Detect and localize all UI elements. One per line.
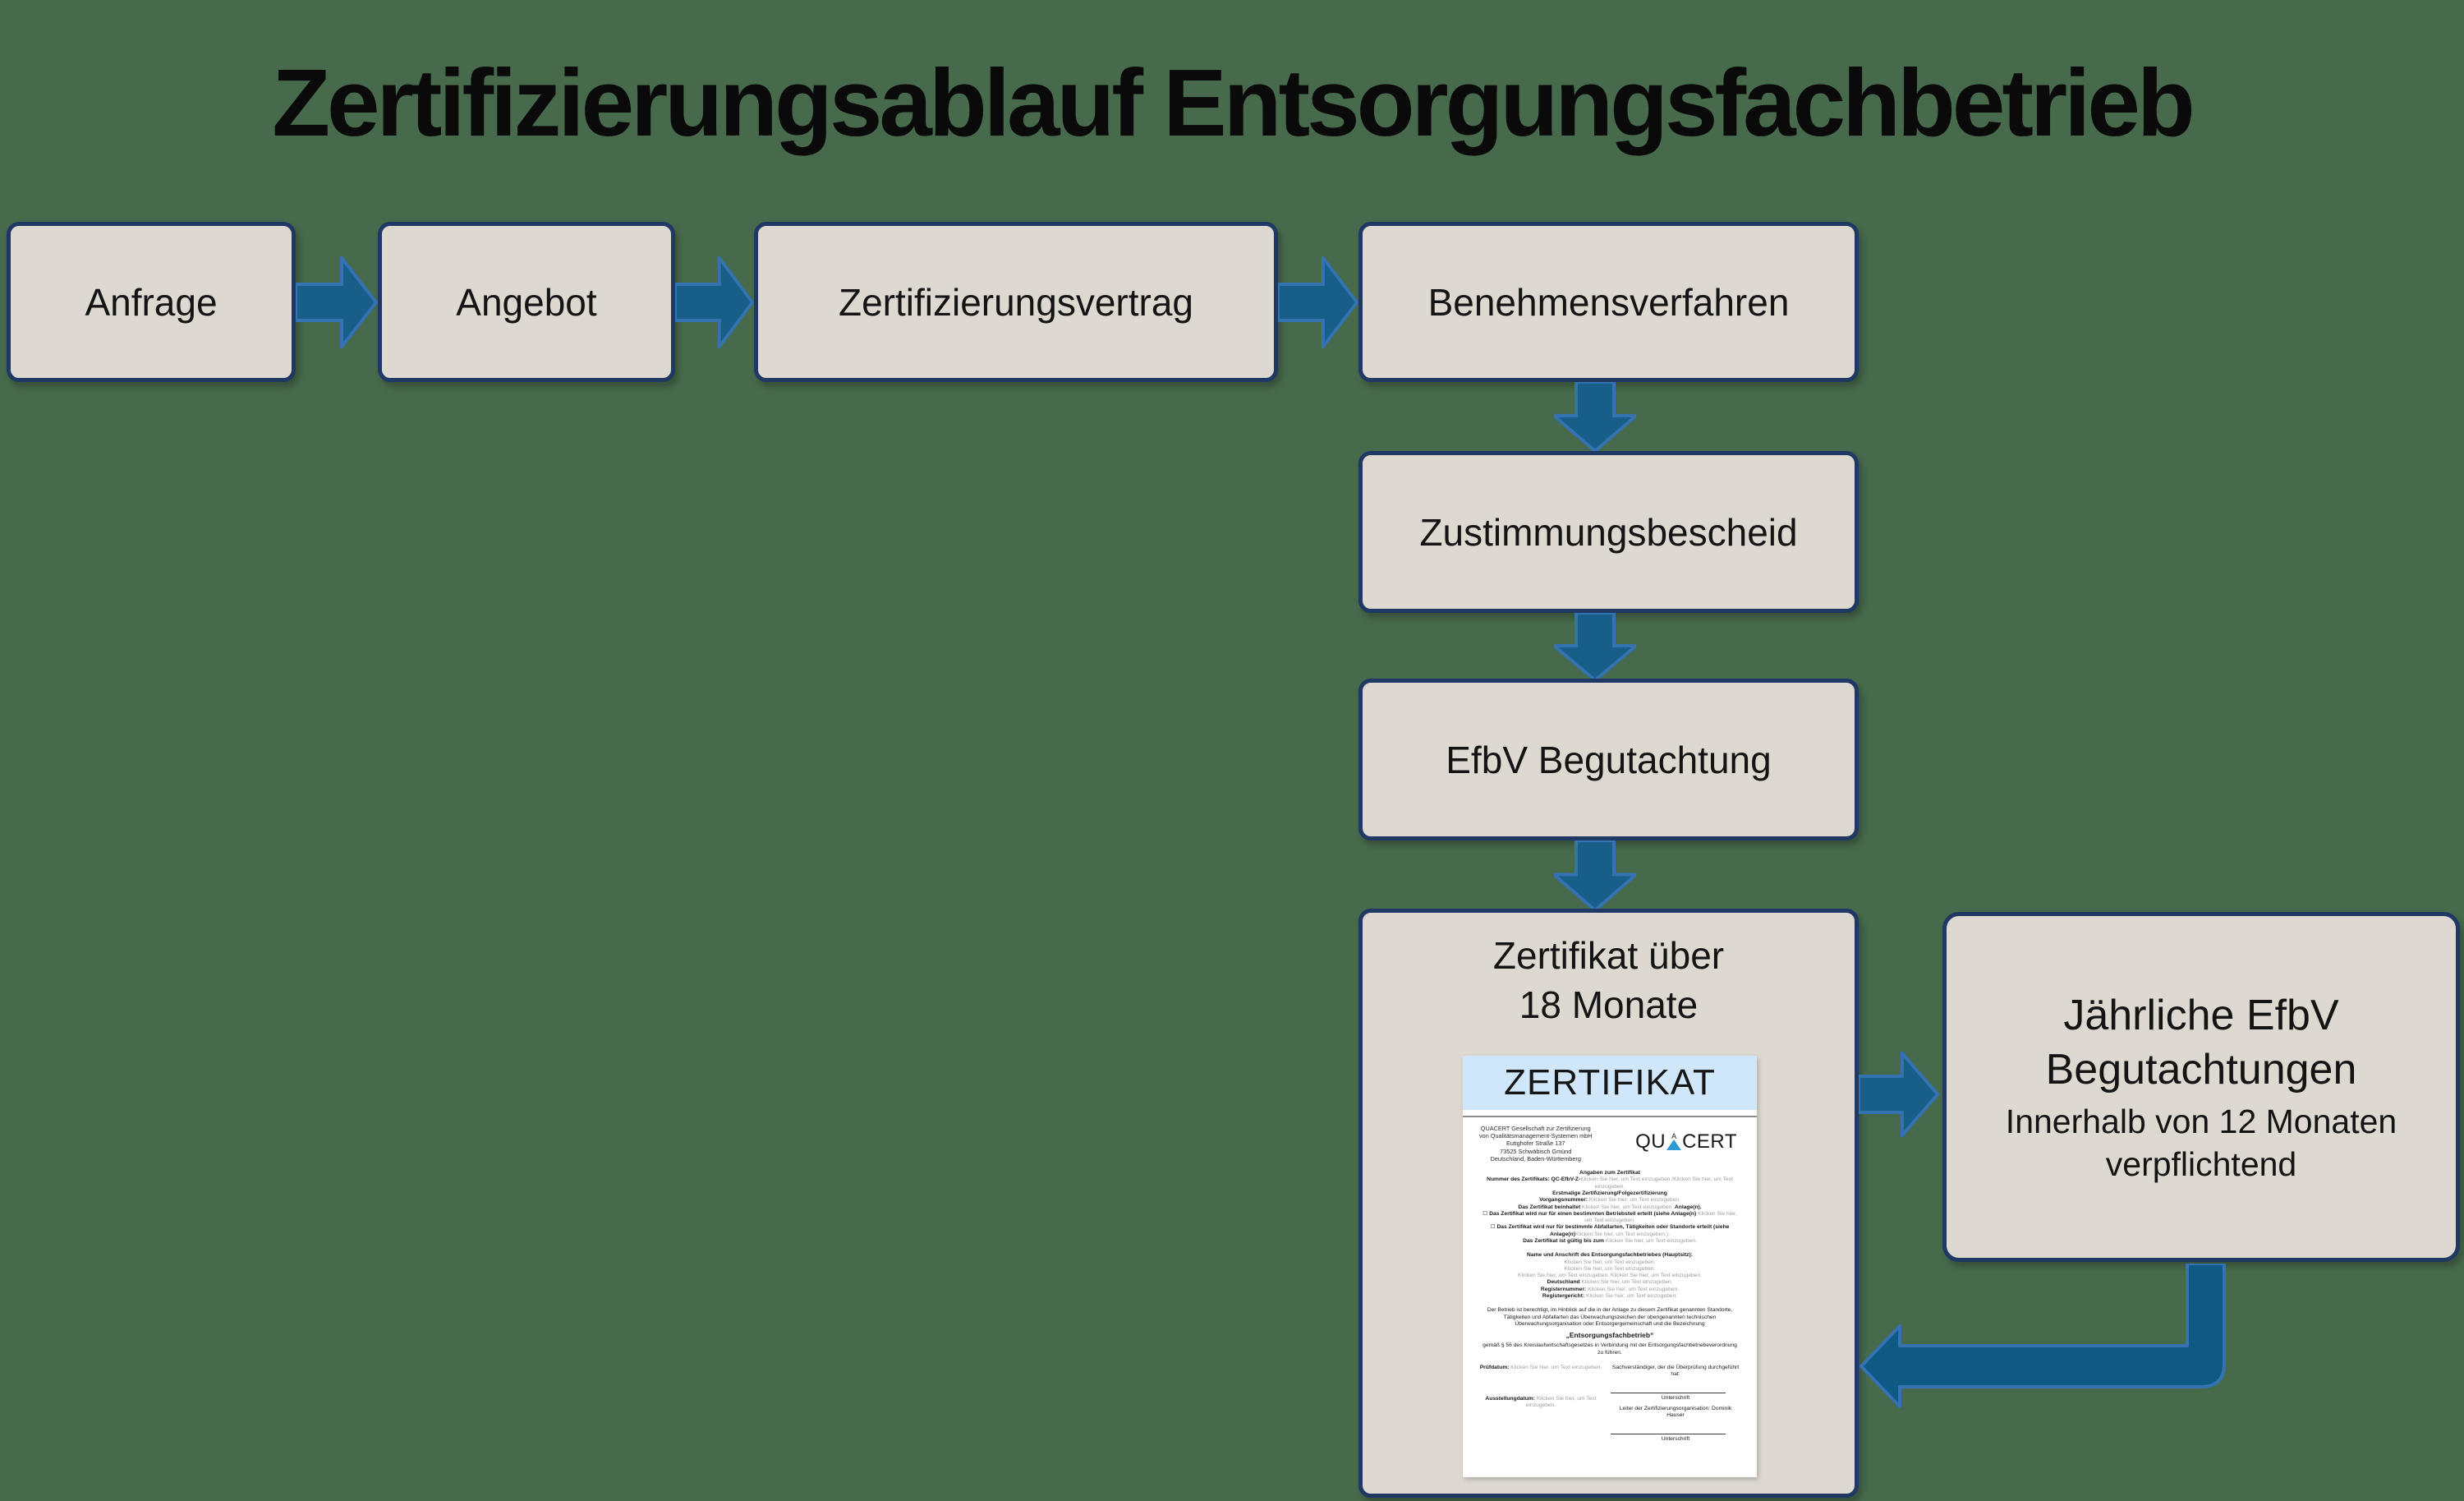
cert-text-line: Vorgangsnummer: Klicken Sie hier, um Tex…: [1539, 1197, 1680, 1204]
arrow-down-icon: [1554, 382, 1636, 451]
flow-node-label: Jährliche EfbV Begutachtungen Innerhalb …: [1947, 988, 2456, 1186]
zertifikat-label-line2: 18 Monate: [1519, 983, 1699, 1026]
jaehrlich-line2: Begutachtungen: [2045, 1046, 2357, 1094]
flow-node-zertifikat-18-monate: Zertifikat über 18 Monate ZERTIFIKAT QUA…: [1358, 909, 1859, 1498]
triangle-icon: [1666, 1140, 1682, 1150]
cert-text-line: Name und Anschrift des Entsorgungsfachbe…: [1527, 1252, 1693, 1259]
cert-text-line: „Entsorgungsfachbetrieb“: [1565, 1331, 1654, 1340]
cert-text-line: Deutschland Klicken Sie hier, um Text ei…: [1547, 1279, 1673, 1286]
certificate-footer: Prüfdatum: Klicken Sie hier, um Text ein…: [1479, 1365, 1740, 1443]
cert-text-line: Erstmalige Zertifizierung/Folgezertifizi…: [1552, 1190, 1667, 1196]
footer-right-column: Sachverständiger, der die Überprüfung du…: [1602, 1365, 1740, 1443]
cert-text-line: Klicken Sie hier, um Text einzugeben.: [1564, 1265, 1656, 1272]
flow-node-benehmensverfahren: Benehmensverfahren: [1358, 222, 1859, 382]
address-line: 73525 Schwäbisch Gmünd: [1500, 1147, 1572, 1155]
cert-text-line: Sachverständiger, der die Überprüfung du…: [1611, 1364, 1740, 1378]
cert-text-line: Klicken Sie hier, um Text einzugeben. Kl…: [1518, 1273, 1702, 1279]
flow-node-jaehrliche-begutachtungen: Jährliche EfbV Begutachtungen Innerhalb …: [1942, 912, 2460, 1262]
cert-text-line: Leiter der Zertifizierungsorganisation: …: [1619, 1405, 1732, 1419]
zertifikat-label-line1: Zertifikat über: [1492, 934, 1725, 977]
cert-text-line: Das Zertifikat ist gültig bis zum Klicke…: [1523, 1237, 1697, 1244]
cert-text-line: Unterschrift: [1661, 1436, 1690, 1443]
flow-node-label: Angebot: [456, 280, 597, 324]
certificate-page: ZERTIFIKAT QUACERT Gesellschaft zur Zert…: [1463, 1056, 1757, 1477]
certificate-header-text: ZERTIFIKAT: [1504, 1062, 1716, 1103]
flow-node-label: Zertifikat über 18 Monate: [1363, 931, 1855, 1029]
quacert-logo: QU A CERT: [1635, 1130, 1737, 1153]
logo-triangle-group: A: [1666, 1132, 1682, 1150]
cert-text-line: Registernummer: Klicken Sie hier, um Tex…: [1540, 1286, 1680, 1292]
address-line: von Qualitätsmanagement-Systemen mbH: [1479, 1132, 1593, 1140]
divider-line: [1463, 1116, 1757, 1117]
logo-letter-a: A: [1671, 1132, 1677, 1140]
page-title: Zertifizierungsablauf Entsorgungsfachbet…: [272, 49, 2195, 156]
arrow-down-icon: [1554, 613, 1636, 680]
signature-line: [1611, 1391, 1726, 1394]
certificate-header: ZERTIFIKAT: [1463, 1056, 1757, 1110]
jaehrlich-line1: Jährliche EfbV: [2063, 992, 2339, 1039]
cert-text-line: Das Zertifikat beinhaltet Klicken Sie hi…: [1518, 1204, 1702, 1210]
cert-text-line: Prüfdatum: Klicken Sie hier, um Text ein…: [1479, 1364, 1602, 1370]
flow-node-angebot: Angebot: [378, 222, 675, 382]
arrow-right-icon: [675, 256, 754, 348]
logo-text-cert: CERT: [1682, 1130, 1737, 1153]
logo-text-qu: QU: [1635, 1130, 1666, 1153]
cert-text-line: Nummer des Zertifikats: QC-EfbV-Z-Klicke…: [1487, 1176, 1733, 1190]
address-line: Deutschland, Baden-Württemberg: [1490, 1154, 1581, 1163]
flow-node-label: EfbV Begutachtung: [1446, 738, 1772, 781]
cert-text-line: gemäß § 56 des Kreislaufwirtschaftsgeset…: [1483, 1342, 1737, 1356]
address-line: Eutighofer Straße 137: [1506, 1140, 1565, 1148]
address-line: QUACERT Gesellschaft zur Zertifizierung: [1480, 1125, 1591, 1132]
cert-text-line: Angaben zum Zertifikat: [1579, 1170, 1640, 1176]
signature-line: [1611, 1432, 1726, 1435]
flow-node-efbv-begutachtung: EfbV Begutachtung: [1358, 679, 1859, 840]
cert-text-line: Unterschrift: [1661, 1395, 1690, 1402]
flow-node-label: Zustimmungsbescheid: [1419, 510, 1798, 554]
flow-node-zertifizierungsvertrag: Zertifizierungsvertrag: [754, 222, 1278, 382]
flow-node-zustimmungsbescheid: Zustimmungsbescheid: [1358, 451, 1859, 613]
arrow-right-icon: [1859, 1052, 1940, 1137]
footer-left-column: Prüfdatum: Klicken Sie hier, um Text ein…: [1479, 1365, 1602, 1443]
flow-node-label: Zertifizierungsvertrag: [838, 280, 1194, 324]
flow-node-label: Benehmensverfahren: [1427, 280, 1790, 324]
cert-text-line: Ausstellungdatum: Klicken Sie hier, um T…: [1485, 1396, 1597, 1409]
cert-text-line: Registergericht: Klicken Sie hier, um Te…: [1542, 1293, 1678, 1300]
jaehrlich-subtext: Innerhalb von 12 Monaten verpflichtend: [2005, 1103, 2397, 1183]
cert-text-line: Klicken Sie hier, um Text einzugeben.: [1564, 1259, 1656, 1265]
arrow-right-icon: [1278, 256, 1358, 348]
flow-node-label: Anfrage: [85, 280, 218, 324]
cert-text-line: ☐ Das Zertifikat wird nur für bestimmte …: [1490, 1224, 1730, 1237]
cert-text-line: Der Betrieb ist berechtigt, im Hinblick …: [1487, 1307, 1733, 1327]
arrow-down-icon: [1554, 840, 1636, 910]
flow-node-anfrage: Anfrage: [7, 222, 296, 382]
arrow-right-icon: [296, 256, 378, 348]
loop-back-arrow-icon: [1859, 1264, 2226, 1408]
cert-text-line: ☐ Das Zertifikat wird nur für einen best…: [1483, 1210, 1737, 1224]
